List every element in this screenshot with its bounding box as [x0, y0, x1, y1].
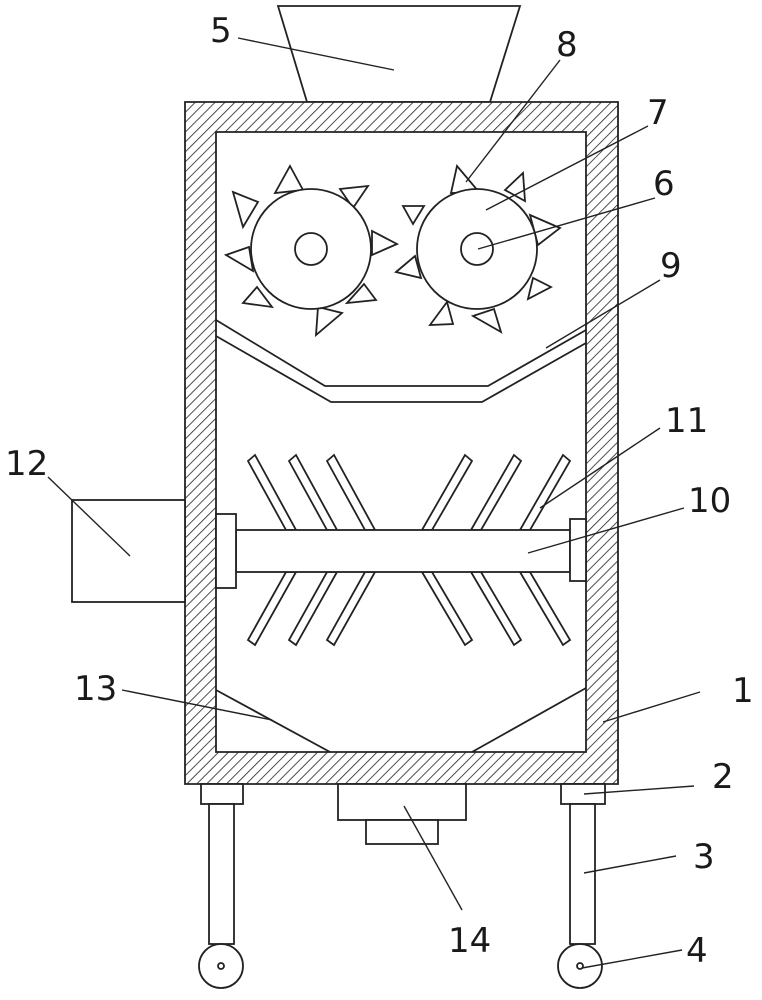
right-support-leg — [569, 803, 596, 945]
left-crushing-roller — [223, 164, 400, 338]
label-9: 9 — [660, 246, 682, 286]
label-11: 11 — [665, 401, 708, 441]
label-1: 1 — [732, 671, 754, 711]
funnel-plate — [215, 687, 587, 753]
label-4: 4 — [686, 931, 708, 971]
label-12: 12 — [5, 444, 48, 484]
leader-lines — [47, 37, 701, 969]
label-14: 14 — [448, 921, 491, 961]
label-8: 8 — [556, 25, 578, 65]
label-3: 3 — [693, 837, 715, 877]
left-support-leg — [208, 803, 235, 945]
label-2: 2 — [712, 757, 734, 797]
drive-motor — [71, 499, 186, 603]
label-5: 5 — [210, 11, 232, 51]
roller-shaft — [460, 232, 494, 266]
right-support-seat — [560, 783, 606, 805]
discharge-outlet-lower — [365, 819, 439, 845]
label-6: 6 — [653, 164, 675, 204]
left-bearing-seat — [215, 513, 237, 589]
right-crushing-roller — [394, 164, 562, 334]
left-support-seat — [200, 783, 244, 805]
stirring-shaft — [235, 529, 571, 573]
right-bearing-seat — [569, 518, 587, 582]
label-13: 13 — [74, 669, 117, 709]
guide-plate — [215, 319, 587, 403]
label-7: 7 — [647, 93, 669, 133]
label-10: 10 — [688, 481, 731, 521]
discharge-outlet-upper — [337, 783, 467, 821]
